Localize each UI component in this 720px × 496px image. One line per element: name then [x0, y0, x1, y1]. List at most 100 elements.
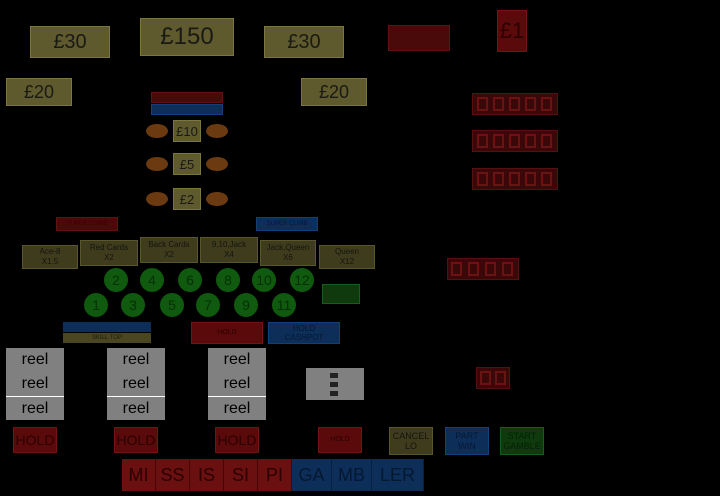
hold-button-reel-2[interactable]: HOLD — [114, 427, 158, 453]
digit-segment — [525, 134, 536, 148]
number-7: 7 — [196, 293, 220, 317]
prize-mid-right: £20 — [301, 78, 367, 106]
odds-mult: X12 — [339, 257, 355, 266]
mini-reel-display — [306, 368, 364, 400]
reel-symbol: reel — [107, 372, 165, 396]
nudge-meter — [476, 367, 510, 389]
ladder-step-10: £10 — [173, 120, 201, 142]
banner-letters: IS — [190, 459, 224, 491]
reel-window-3: reel reel reel — [208, 348, 266, 420]
super-climb-right: SUPER CLIMB — [256, 217, 318, 231]
digit-segment — [509, 134, 520, 148]
banner-letters: MB — [332, 459, 372, 491]
digit-segment — [477, 172, 488, 186]
bank-meter — [472, 130, 558, 152]
stake-display: £1 — [497, 10, 527, 52]
reel-symbol: reel — [208, 348, 266, 372]
coin-icon — [146, 157, 168, 171]
lo-label: LO — [404, 441, 417, 451]
skill-top-yellow: SKILL TOP — [63, 333, 151, 343]
prize-mid-left: £20 — [6, 78, 72, 106]
digit-segment — [493, 172, 504, 186]
digit-segment — [477, 97, 488, 111]
coin-icon — [206, 192, 228, 206]
number-10: 10 — [252, 268, 276, 292]
number-5: 5 — [160, 293, 184, 317]
banner-letters: SS — [156, 459, 190, 491]
cashpot-label: CASHPOT — [284, 333, 324, 342]
odds-mult: X6 — [283, 253, 293, 262]
reel-symbol: reel — [208, 372, 266, 396]
reel-symbol: reel — [208, 396, 266, 420]
skill-top-blue — [63, 322, 151, 332]
digit-segment — [502, 262, 513, 276]
odds-mult: X2 — [164, 250, 174, 259]
win-meter — [472, 168, 558, 190]
odds-mult: X4 — [224, 250, 234, 259]
number-4: 4 — [140, 268, 164, 292]
hold-button-reel-1[interactable]: HOLD — [13, 427, 57, 453]
odds-name: Jack,Queen — [266, 243, 310, 252]
digit-segment — [493, 134, 504, 148]
digit-segment — [541, 97, 552, 111]
ladder-step-5: £5 — [173, 153, 201, 175]
hold-label: HOLD — [292, 324, 316, 333]
coin-icon — [206, 124, 228, 138]
banner-letters: SI — [224, 459, 258, 491]
digit-segment — [485, 262, 496, 276]
hold-label: HOLD — [217, 329, 237, 336]
feature-banner — [388, 25, 450, 51]
digit-segment — [525, 172, 536, 186]
digit-segment — [451, 262, 462, 276]
mini-reel-mark — [330, 382, 338, 387]
number-8: 8 — [216, 268, 240, 292]
ladder-step-2: £2 — [173, 188, 201, 210]
hold-button-reel-3[interactable]: HOLD — [215, 427, 259, 453]
banner-letters: PI — [258, 459, 292, 491]
coin-icon — [206, 157, 228, 171]
digit-segment — [468, 262, 479, 276]
title-banner: MI SS IS SI PI GA MB LER — [122, 459, 424, 491]
reel-symbol: reel — [107, 348, 165, 372]
digit-segment — [495, 371, 506, 385]
reel-symbol: reel — [6, 396, 64, 420]
number-9: 9 — [234, 293, 258, 317]
digit-segment — [509, 97, 520, 111]
odds-name: 9,10,Jack — [211, 240, 247, 249]
hold-hi-button[interactable]: HOLD — [318, 427, 362, 453]
hold-button-red[interactable]: HOLD — [191, 322, 263, 344]
feature-box — [322, 284, 360, 304]
digit-segment — [477, 134, 488, 148]
coin-icon — [146, 192, 168, 206]
digit-segment — [509, 172, 520, 186]
digit-segment — [493, 97, 504, 111]
bonus-meter — [447, 258, 519, 280]
banner-letters: LER — [372, 459, 424, 491]
hold-hi-label: HOLD — [330, 436, 350, 443]
digit-segment — [480, 371, 491, 385]
banner-letters: MI — [122, 459, 156, 491]
number-2: 2 — [104, 268, 128, 292]
banner-letters: GA — [292, 459, 332, 491]
gamble-label: GAMBLE — [503, 441, 541, 451]
part-label: PART — [455, 431, 479, 441]
digit-segment — [541, 134, 552, 148]
cancel-label: CANCEL — [392, 431, 430, 441]
reel-window-2: reel reel reel — [107, 348, 165, 420]
odds-mult: X2 — [104, 253, 114, 262]
reel-symbol: reel — [6, 372, 64, 396]
odds-name: Back Cards — [148, 240, 190, 249]
odds-name: Ace-8 — [39, 247, 61, 256]
tier-label-red — [151, 92, 223, 103]
digit-segment — [541, 172, 552, 186]
prize-top-center: £150 — [140, 18, 234, 56]
digit-segment — [525, 97, 536, 111]
odds-name: Queen — [334, 247, 360, 256]
